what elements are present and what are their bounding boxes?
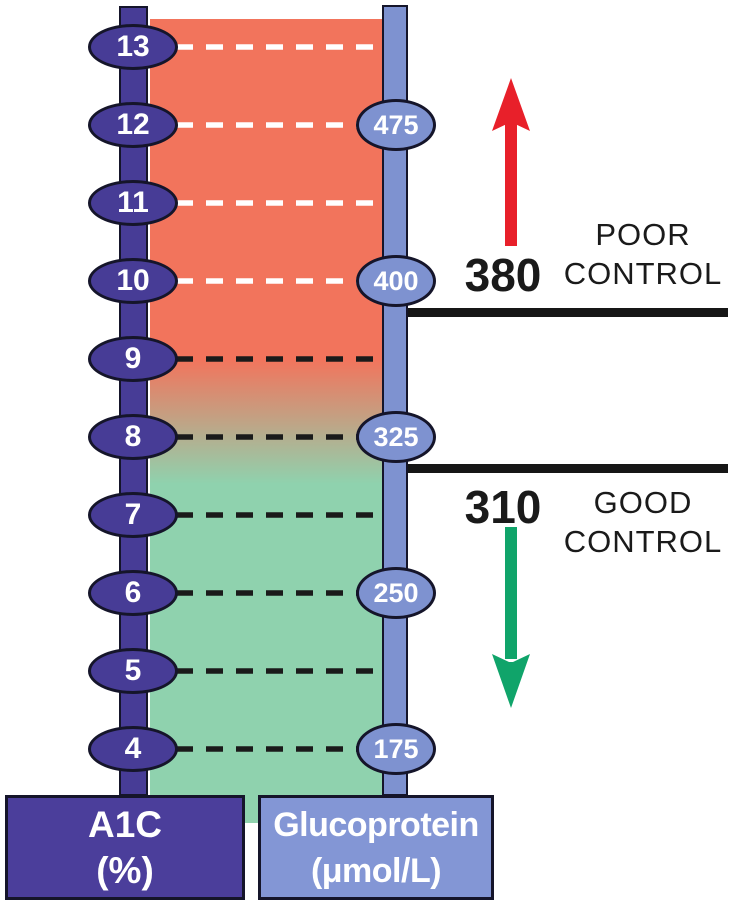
poor-control-label-line2: CONTROL [563,256,723,291]
glucoprotein-axis-title-line2: (μmol/L) [310,851,442,890]
red-up-arrow-icon [492,78,530,246]
a1c-axis-title-line1: A1C [87,803,163,845]
a1c-tick-12: 12 [88,102,178,148]
glucoprotein-tick-325: 325 [356,411,436,463]
green-down-arrow-icon [492,527,530,708]
glucoprotein-axis-title-box: Glucoprotein (μmol/L) [258,795,494,900]
glucoprotein-tick-175: 175 [356,723,436,775]
glucoprotein-tick-250: 250 [356,567,436,619]
good-control-label: GOOD CONTROL [553,483,733,561]
a1c-axis-title-line2: (%) [96,849,154,891]
a1c-tick-7: 7 [88,492,178,538]
good-control-value: 310 [464,481,542,533]
poor-control-threshold-line [395,308,728,317]
good-control-threshold-line [395,464,728,473]
a1c-tick-6: 6 [88,570,178,616]
poor-control-label-line1: POOR [595,217,691,252]
good-control-label-line2: CONTROL [563,524,723,559]
poor-control-label: POOR CONTROL [553,215,733,293]
poor-control-value: 380 [464,249,542,301]
a1c-tick-8: 8 [88,414,178,460]
risk-gradient-background [150,19,385,823]
a1c-tick-10: 10 [88,258,178,304]
glucoprotein-tick-475: 475 [356,99,436,151]
a1c-tick-5: 5 [88,648,178,694]
a1c-axis-title-box: A1C (%) [5,795,245,900]
a1c-tick-9: 9 [88,336,178,382]
a1c-tick-4: 4 [88,726,178,772]
good-control-label-line1: GOOD [593,485,693,520]
a1c-tick-13: 13 [88,24,178,70]
glucoprotein-tick-400: 400 [356,255,436,307]
a1c-tick-11: 11 [88,180,178,226]
glucoprotein-axis-title-line1: Glucoprotein [273,805,479,844]
